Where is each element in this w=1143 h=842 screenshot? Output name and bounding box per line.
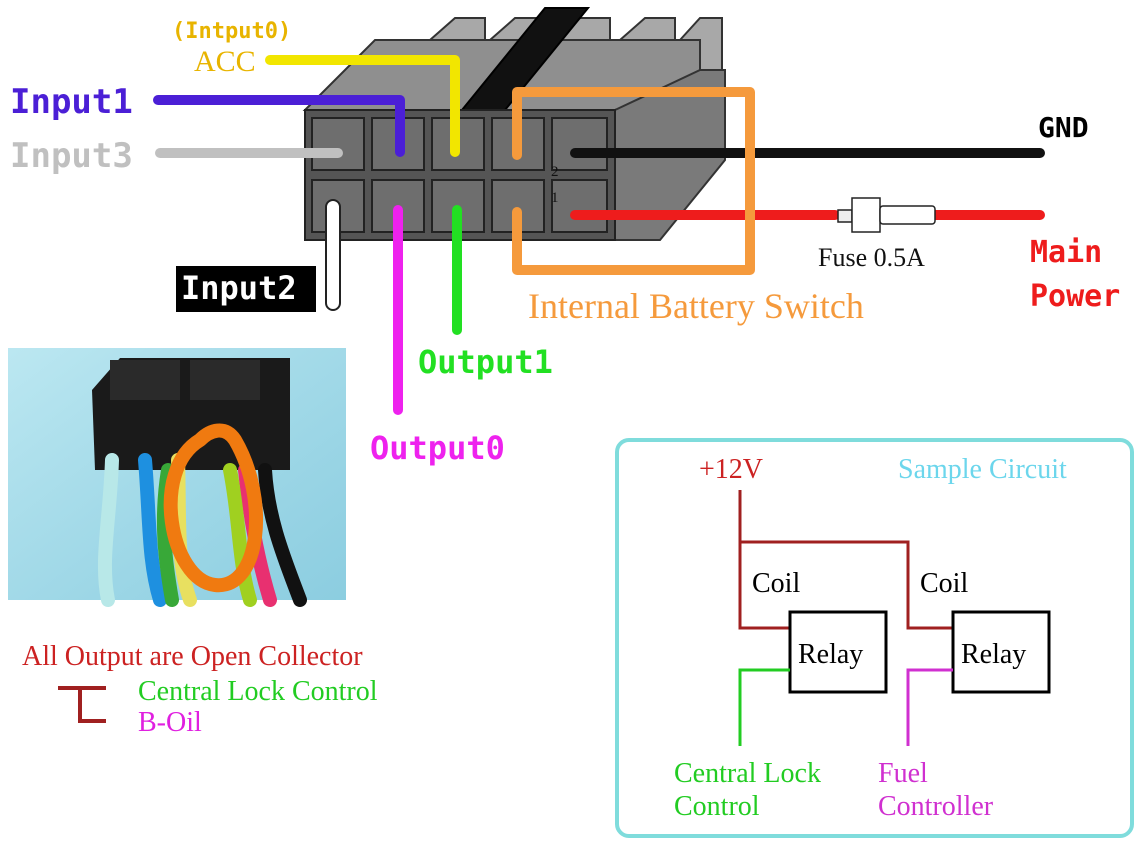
out1-label-line2: Control (674, 791, 760, 822)
relay-box-2 (951, 610, 1051, 694)
out2-label-line1: Fuel (878, 758, 928, 789)
legend-bracket (58, 686, 106, 723)
sample-circuit: Sample Circuit +12V Relay Relay Coil Coi… (615, 438, 1134, 838)
coil2-label: Coil (920, 568, 968, 599)
connector-photo (8, 348, 346, 607)
input1-label: Input1 (10, 82, 133, 122)
output0-label: Output0 (370, 429, 505, 467)
coil1-label: Coil (752, 568, 800, 599)
output1-label: Output1 (418, 343, 553, 381)
pin1-label: 1 (551, 190, 559, 206)
relay-box-1 (788, 610, 888, 694)
legend-item-b-oil: B-Oil (138, 707, 202, 738)
gnd-label: GND (1038, 111, 1089, 144)
relay1-label: Relay (798, 639, 863, 670)
main-power-label-line1: Main (1030, 235, 1102, 270)
input0-label: (Intput0) (172, 19, 291, 44)
pin2-label: 2 (551, 164, 559, 180)
fuse-label: Fuse 0.5A (818, 243, 925, 272)
out2-label-line2: Controller (878, 791, 994, 822)
sample-circuit-title: Sample Circuit (898, 454, 1067, 485)
main-power-label-line2: Power (1030, 279, 1120, 314)
input2-wire (325, 199, 341, 311)
internal-battery-switch-label: Internal Battery Switch (528, 286, 864, 326)
relay2-label: Relay (961, 639, 1026, 670)
input3-label: Input3 (10, 136, 133, 176)
supply-label: +12V (699, 454, 763, 485)
fuse (837, 197, 936, 233)
legend-title: All Output are Open Collector (22, 641, 363, 672)
acc-wire (265, 55, 460, 157)
legend-item-central-lock: Central Lock Control (138, 676, 378, 707)
input2-label-bg (176, 266, 316, 312)
internal-battery-switch (512, 87, 755, 275)
out1-label-line1: Central Lock (674, 758, 821, 789)
acc-label: ACC (194, 45, 256, 78)
input2-label: Input2 (181, 269, 297, 307)
input1-wire (153, 95, 405, 157)
